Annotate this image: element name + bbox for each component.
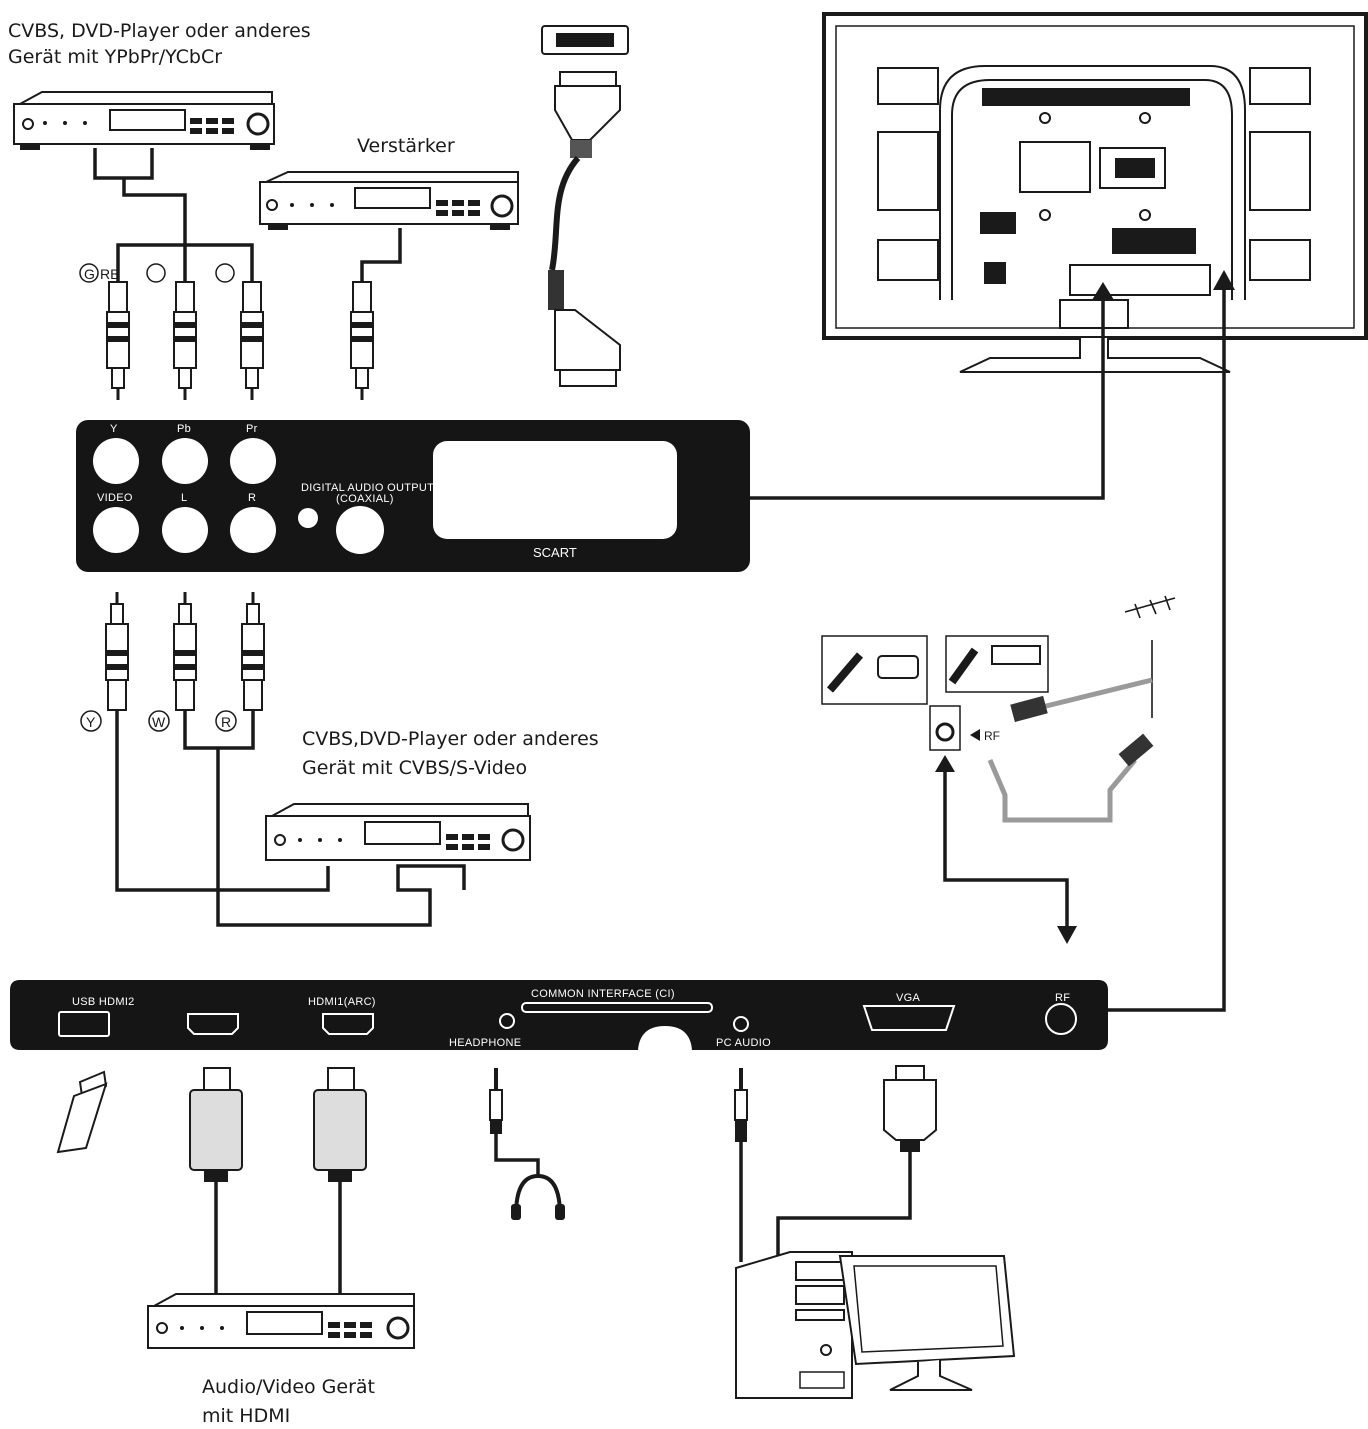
rca-plugs-upper [106, 281, 374, 400]
scart-cable [541, 25, 629, 387]
label-ring-y [80, 710, 102, 732]
headphone-icon [489, 1068, 565, 1220]
rf-arrow-down [1057, 926, 1077, 944]
side-panel: Y Pb Pr VIDEO L R DIGITAL AUDIO OUTPUT (… [76, 420, 750, 572]
port-label-y: Y [110, 423, 118, 435]
port-label-pr: Pr [246, 423, 258, 435]
bottom-panel: USB HDMI2 HDMI1(ARC) COMMON INTERFACE (C… [10, 980, 1108, 1050]
cable-cvbs-video [115, 710, 330, 892]
label-ring-r2 [215, 710, 237, 732]
label-ring-b [146, 263, 166, 283]
cable-cvbs-audio [216, 748, 466, 927]
caption-amplifier: Verstärker [357, 135, 455, 157]
port-label-coaxial: (COAXIAL) [336, 493, 394, 505]
label-ring-r [215, 263, 235, 283]
rf-arrow-up [935, 755, 955, 772]
port-label-pb: Pb [177, 423, 191, 435]
port-label-r: R [248, 492, 256, 504]
label-g: G [84, 266, 95, 282]
usb-stick-icon [56, 1070, 108, 1154]
hdmi-cable-2 [313, 1067, 367, 1182]
caption-cvbs-device-line1: CVBS,DVD-Player oder anderes [302, 728, 599, 750]
tv-back [822, 12, 1368, 373]
caption-hdmi-device-line2: mit HDMI [202, 1405, 290, 1427]
scart-line [748, 296, 1105, 500]
dvd-player-ypbpr [13, 91, 275, 150]
computer-icon [735, 1251, 1016, 1399]
vga-connector-icon [883, 1065, 937, 1152]
hdmi-av-device [147, 1293, 415, 1349]
port-label-headphone: HEADPHONE [449, 1037, 521, 1049]
caption-hdmi-device-line1: Audio/Video Gerät [202, 1376, 375, 1398]
scart-arrow [1092, 282, 1114, 300]
port-label-digital-audio: DIGITAL AUDIO OUTPUT [301, 482, 434, 494]
pc-audio-jack-icon [734, 1068, 748, 1142]
rf-line [943, 768, 1069, 928]
antenna-area: RF [821, 595, 1176, 823]
port-label-rf: RF [1055, 992, 1070, 1004]
port-label-ci: COMMON INTERFACE (CI) [531, 988, 675, 1000]
amplifier-device [259, 171, 519, 230]
label-ring-w [148, 710, 170, 732]
port-label-pc-audio: PC AUDIO [716, 1037, 771, 1049]
label-rb: RB [100, 266, 119, 282]
port-label-usb-hdmi2: USB HDMI2 [72, 996, 135, 1008]
caption-cvbs-device-line2: Gerät mit CVBS/S-Video [302, 757, 527, 779]
port-label-l: L [181, 492, 187, 504]
antenna-label-rf: RF [984, 729, 1000, 743]
port-label-scart: SCART [533, 545, 577, 560]
vga-wire [776, 1152, 912, 1262]
bottom-panel-line [1106, 282, 1226, 1012]
rca-plugs-lower [105, 592, 265, 711]
label-ring-g [79, 263, 99, 283]
cable-y-pr [116, 243, 254, 300]
caption-ypbpr-device-line2: Gerät mit YPbPr/YCbCr [8, 46, 222, 68]
dvd-cable-loop [93, 148, 154, 180]
label-cvbs-w: W [152, 714, 166, 730]
caption-ypbpr-device-line1: CVBS, DVD-Player oder anderes [8, 20, 311, 42]
tv-arrow-right [1213, 270, 1235, 290]
port-label-video: VIDEO [97, 492, 133, 504]
hdmi-cable-1 [189, 1067, 243, 1182]
port-label-vga: VGA [896, 992, 920, 1004]
cable-pb [122, 178, 187, 300]
label-cvbs-y: Y [86, 714, 96, 730]
dvd-player-cvbs [265, 803, 531, 861]
port-label-hdmi1-arc: HDMI1(ARC) [308, 996, 376, 1008]
label-cvbs-r: R [221, 714, 231, 730]
